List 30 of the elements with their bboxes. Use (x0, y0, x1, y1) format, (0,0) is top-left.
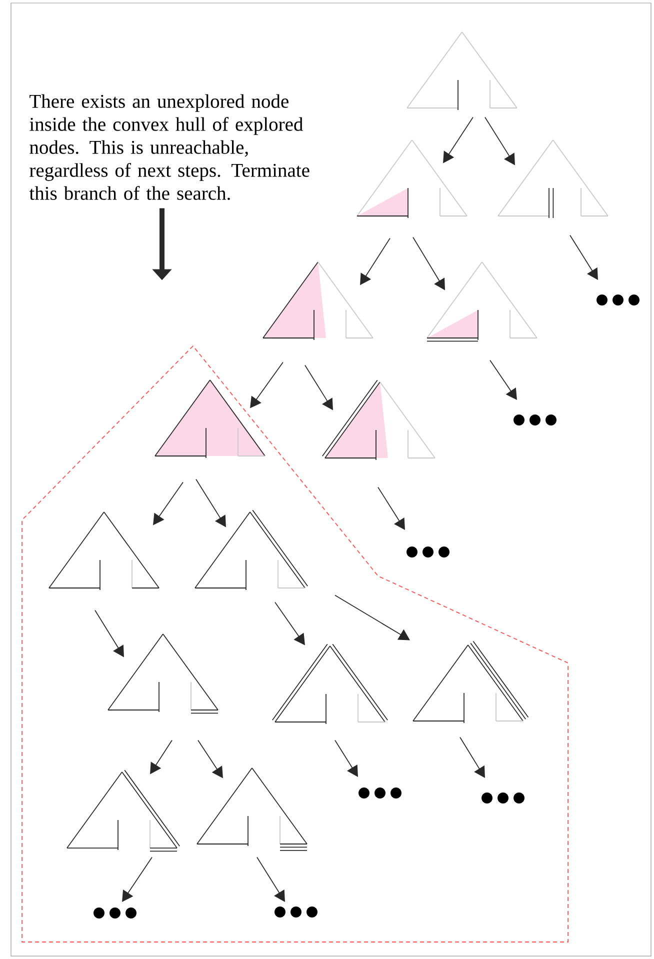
note-text: There exists an unexplored node inside the convex hull of explored nodes. This is unreachable, regardless of next steps. Terminate this branch of the search. (29, 94, 310, 200)
tree-state-drawing (66, 770, 180, 852)
arrow (122, 856, 152, 902)
ellipsis-dots (94, 908, 136, 918)
tree-state-drawing (426, 262, 538, 342)
ellipsis-dots (596, 294, 640, 306)
tree-state-drawing (108, 634, 218, 714)
tree-state-drawing (322, 380, 436, 460)
ellipsis-dots (274, 906, 318, 918)
arrow (570, 234, 598, 280)
arrow (256, 856, 285, 902)
arrow (334, 740, 358, 777)
tree-state-drawing (498, 140, 608, 218)
tree-state-drawing (412, 640, 529, 724)
arrow (334, 594, 410, 640)
arrow (460, 736, 485, 778)
ellipsis-dots (406, 546, 450, 558)
tree-state-drawing (356, 140, 468, 218)
ellipsis-dots (358, 788, 402, 798)
tree-state-drawing (48, 512, 160, 590)
tree-state-drawing (262, 262, 374, 340)
tree-state-drawing (406, 32, 518, 110)
tree-state-drawing (194, 510, 308, 590)
tree-state-drawing (154, 380, 266, 458)
ellipsis-dots (482, 792, 524, 804)
tree-state-drawing (272, 644, 388, 724)
ellipsis-dots (514, 414, 556, 426)
arrow (490, 360, 517, 400)
arrow (378, 486, 405, 530)
tree-state-drawing (196, 768, 308, 851)
